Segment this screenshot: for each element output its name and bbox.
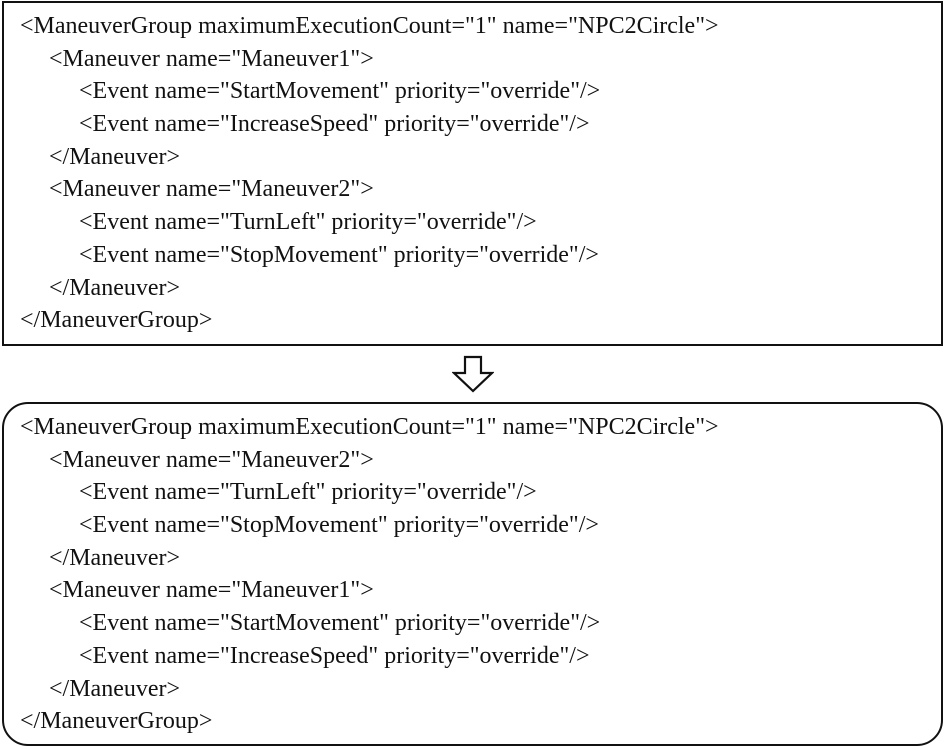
maneuver-close-line: </Maneuver> — [49, 675, 181, 702]
event-line: <Event name="IncreaseSpeed" priority="ov… — [79, 111, 590, 138]
event-line: <Event name="StartMovement" priority="ov… — [79, 78, 601, 105]
maneuver-open-line: <Maneuver name="Maneuver1"> — [49, 577, 374, 604]
original-xml-lines: <ManeuverGroup maximumExecutionCount="1"… — [4, 10, 941, 337]
maneuver-group-open-line: <ManeuverGroup maximumExecutionCount="1"… — [20, 13, 719, 39]
maneuver-open-line: <Maneuver name="Maneuver2"> — [49, 446, 374, 473]
maneuver-group-close-line: </ManeuverGroup> — [20, 708, 213, 735]
event-line: <Event name="IncreaseSpeed" priority="ov… — [79, 642, 590, 669]
reordered-xml-block: <ManeuverGroup maximumExecutionCount="1"… — [2, 402, 943, 746]
maneuver-close-line: </Maneuver> — [49, 274, 181, 301]
event-line: <Event name="TurnLeft" priority="overrid… — [79, 209, 537, 236]
maneuver-open-line: <Maneuver name="Maneuver2"> — [49, 176, 374, 203]
maneuver-close-line: </Maneuver> — [49, 143, 181, 170]
original-xml-block: <ManeuverGroup maximumExecutionCount="1"… — [2, 1, 943, 346]
maneuver-close-line: </Maneuver> — [49, 544, 181, 571]
hollow-down-arrow-icon — [452, 355, 494, 393]
event-line: <Event name="StopMovement" priority="ove… — [79, 241, 599, 268]
event-line: <Event name="TurnLeft" priority="overrid… — [79, 479, 537, 506]
event-line: <Event name="StopMovement" priority="ove… — [79, 512, 599, 539]
event-line: <Event name="StartMovement" priority="ov… — [79, 610, 601, 637]
maneuver-group-close-line: </ManeuverGroup> — [20, 307, 213, 334]
maneuver-open-line: <Maneuver name="Maneuver1"> — [49, 45, 374, 72]
maneuver-group-open-line: <ManeuverGroup maximumExecutionCount="1"… — [20, 414, 719, 440]
reordered-xml-lines: <ManeuverGroup maximumExecutionCount="1"… — [4, 411, 941, 738]
